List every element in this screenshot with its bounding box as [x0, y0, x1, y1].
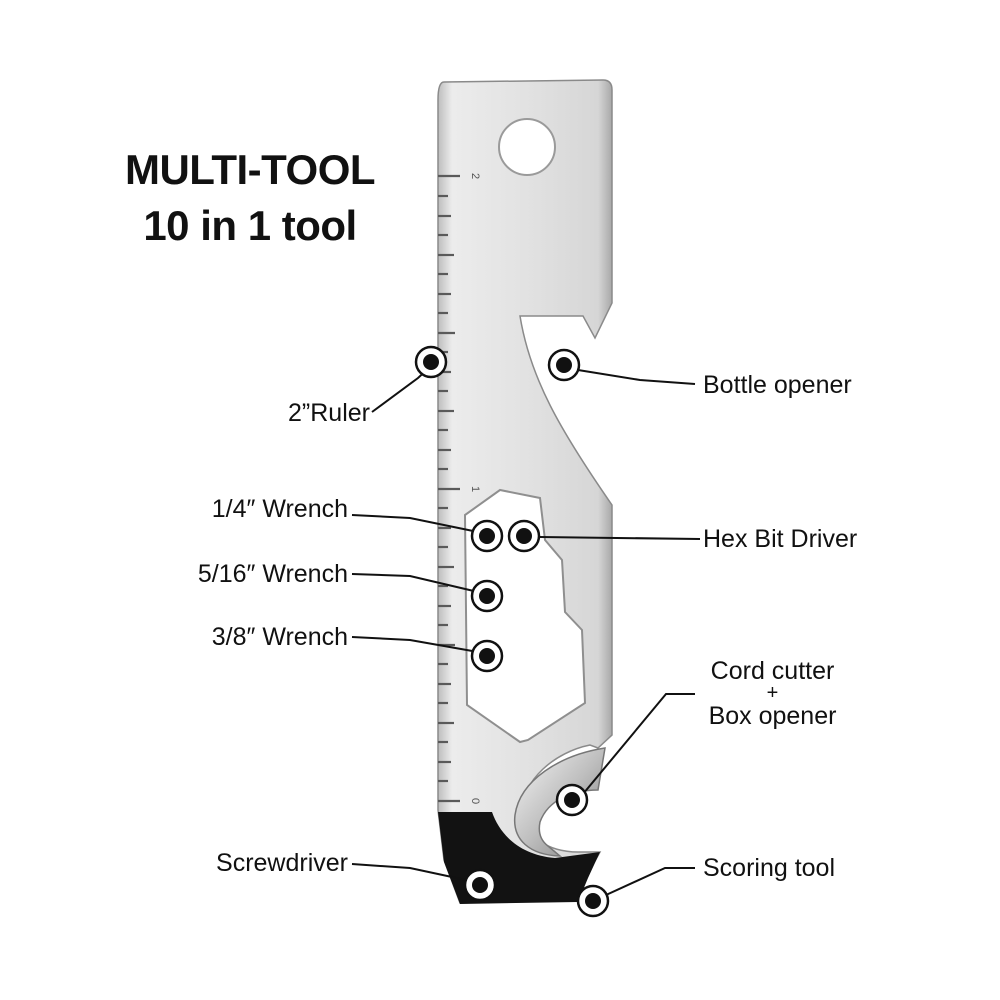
label-plus: + [766, 682, 779, 704]
title-line-1: MULTI-TOOL [124, 146, 376, 193]
label-wrench-five-sixteenths: 5/16″ Wrench [197, 560, 348, 588]
leader-bottle-opener [577, 369, 696, 385]
leader-wrench-three-eighths [351, 636, 479, 653]
label-screwdriver: Screwdriver [216, 849, 348, 877]
wrench-cutout [463, 488, 587, 744]
marker-ruler [414, 345, 448, 379]
marker-hex-bit-driver [507, 519, 541, 553]
marker-screwdriver [463, 868, 497, 902]
marker-wrench-three-eighths [470, 639, 504, 673]
cord-cutter-curl [514, 747, 606, 857]
marker-wrench-quarter [470, 519, 504, 553]
label-hex-bit-driver: Hex Bit Driver [703, 525, 858, 553]
label-box-opener: Box opener [708, 702, 837, 730]
label-scoring-tool: Scoring tool [703, 854, 836, 882]
marker-wrench-five-sixteenths [470, 579, 504, 613]
ruler-number-2: 2 [469, 173, 481, 179]
label-wrench-quarter: 1/4″ Wrench [211, 495, 348, 523]
leader-scoring-tool [605, 867, 695, 896]
label-ruler: 2”Ruler [288, 399, 370, 427]
label-bottle-opener: Bottle opener [703, 371, 852, 399]
marker-bottle-opener [547, 348, 581, 382]
marker-cord-cutter [555, 783, 589, 817]
leader-wrench-quarter [351, 514, 479, 533]
label-wrench-three-eighths: 3/8″ Wrench [211, 623, 348, 651]
keyring-hole [498, 118, 556, 176]
marker-dots [414, 345, 610, 918]
ruler-number-0: 0 [469, 798, 481, 804]
label-cord-cutter: Cord cutter [710, 657, 835, 685]
ruler-ticks [438, 174, 460, 803]
leader-wrench-five-sixteenths [351, 573, 479, 593]
leader-cord-cutter [582, 693, 695, 795]
leader-screwdriver [351, 863, 467, 881]
marker-scoring-tool [576, 884, 610, 918]
ruler-number-1: 1 [469, 486, 481, 492]
leader-lines [351, 365, 701, 896]
title-line-2: 10 in 1 tool [143, 202, 357, 249]
leader-hex-bit-driver [539, 536, 701, 540]
